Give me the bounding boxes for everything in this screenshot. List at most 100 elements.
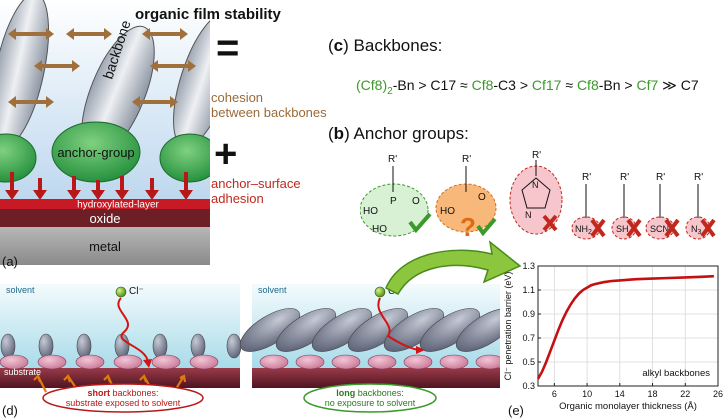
- panel-a-title: organic film stability: [135, 6, 281, 23]
- short-callout-oval: [42, 383, 204, 413]
- short-backbone: [38, 333, 54, 359]
- svg-text:N: N: [525, 210, 532, 220]
- long-callout-line2: no exposure to solvent: [324, 398, 416, 408]
- check-icon: [476, 217, 497, 237]
- ranking-fragment: -Bn > C17 ≈: [392, 77, 472, 93]
- anchor-disc: [0, 354, 29, 370]
- ranking-fragment: -C3 >: [493, 77, 532, 93]
- panel-d-illustration: [0, 284, 500, 413]
- cohesion-arrows: [8, 28, 196, 108]
- question-icon: ?: [460, 212, 476, 242]
- anchor-bubble: [509, 165, 563, 235]
- long-backbones: [239, 308, 500, 352]
- short-backbones: [0, 333, 242, 359]
- solvent-label-left: solvent: [6, 285, 35, 295]
- panel-c-heading: (c) Backbones:: [328, 36, 443, 55]
- short-callout-rest: backbones:: [109, 388, 159, 398]
- x-tick-label: 10: [582, 389, 592, 399]
- ranking-fragment: 2: [387, 85, 393, 97]
- cross-icon: [664, 218, 680, 238]
- svg-text:HO: HO: [363, 206, 378, 217]
- long-callout-bold: long: [336, 388, 356, 398]
- plus-sign: +: [214, 132, 238, 176]
- long-callout-rest: backbones:: [355, 388, 404, 398]
- adhesion-label: anchor–surface adhesion: [211, 176, 301, 206]
- svg-text:R': R': [532, 150, 541, 161]
- long-backbone: [455, 308, 500, 352]
- y-axis-label: Cl⁻ penetration barrier (eV): [503, 272, 513, 381]
- panel-e-label: (e): [508, 403, 524, 418]
- y-tick-label: 1.1: [522, 285, 535, 295]
- chloride-label-left: Cl⁻: [129, 286, 144, 297]
- equals-sign: =: [216, 26, 240, 70]
- cohesion-label-line2: between backbones: [211, 105, 327, 120]
- svg-text:R': R': [582, 172, 591, 183]
- anchor-disc: [439, 354, 469, 370]
- panel-b-letter: b: [333, 124, 345, 143]
- cross-icon: [542, 214, 558, 232]
- ranking-fragment: ≈: [561, 77, 577, 93]
- short-backbone: [226, 333, 242, 359]
- anchor-group-label: anchor-group: [57, 145, 134, 160]
- ranking-fragment: Cf8: [471, 77, 494, 93]
- solvent-label-right: solvent: [258, 285, 287, 295]
- cross-icon: [626, 218, 642, 238]
- series-annotation: alkyl backbones: [642, 368, 710, 379]
- anchor-carboxylic: R' O HO ?: [435, 154, 497, 242]
- anchor-phosphonic: R' P O HO HO: [360, 154, 432, 237]
- panel-b-title: Anchor groups:: [353, 124, 469, 143]
- down-arrow-icon: [145, 178, 159, 200]
- cohesion-label-line1: cohesion: [211, 90, 264, 105]
- oxide-layer: [0, 209, 210, 227]
- substrate-right: [252, 368, 500, 388]
- check-icon: [408, 212, 432, 234]
- anchor-disc: [403, 354, 433, 370]
- svg-text:SH: SH: [616, 224, 629, 234]
- panel-c-title: Backbones:: [353, 36, 443, 55]
- adhesion-label-line2: adhesion: [211, 191, 264, 206]
- anchor-disc: [113, 354, 143, 370]
- x-tick-label: 14: [615, 389, 625, 399]
- y-tick-label: 0.9: [522, 309, 535, 319]
- ranking-fragment: Cf8: [576, 77, 599, 93]
- cohesion-label: cohesion between backbones: [211, 90, 327, 120]
- adhesion-arrows: [5, 172, 193, 200]
- cross-icon: [700, 218, 716, 238]
- svg-text:N3: N3: [691, 224, 702, 236]
- double-arrow-icon: [8, 28, 54, 40]
- double-arrow-icon: [142, 28, 188, 40]
- svg-text:R': R': [694, 172, 703, 183]
- anchor-thiol: R' SH: [611, 172, 642, 240]
- ion-path-left: [117, 297, 149, 363]
- short-callout-bold: short: [87, 388, 110, 398]
- panel-c-letter: c: [333, 36, 344, 55]
- svg-text:O: O: [412, 196, 420, 207]
- x-tick-label: 18: [648, 389, 658, 399]
- ranking-fragment: (Cf8): [356, 77, 388, 93]
- anchor-disc: [151, 354, 181, 370]
- ion-arrowhead-right: [416, 346, 425, 354]
- y-tick-label: 0.3: [522, 381, 535, 391]
- panel-a-illustration: backbone anchor-group hydroxylated-layer…: [0, 0, 210, 265]
- svg-text:R': R': [656, 172, 665, 183]
- svg-text:N: N: [532, 180, 539, 190]
- anchor-azide: R' N3: [685, 172, 716, 240]
- plot-area: [538, 266, 718, 386]
- svg-text:P: P: [390, 196, 397, 207]
- double-arrow-icon: [150, 60, 196, 72]
- anchor-disc: [189, 354, 219, 370]
- green-curved-arrow: [385, 240, 522, 295]
- cross-icon: [590, 218, 606, 238]
- x-tick-label: 26: [713, 389, 723, 399]
- long-callout-oval: [303, 383, 437, 413]
- ranking-fragment: Cf17: [531, 77, 562, 93]
- down-arrow-icon: [5, 172, 19, 200]
- short-callout-text: short backbones: substrate exposed to so…: [43, 388, 203, 408]
- short-backbone: [0, 333, 16, 359]
- double-arrow-icon: [8, 96, 54, 108]
- anchor-ellipse: [159, 133, 210, 183]
- anchor-disc: [295, 354, 325, 370]
- hydroxylated-layer-label: hydroxylated-layer: [77, 200, 159, 211]
- chloride-ion-left: [115, 286, 127, 298]
